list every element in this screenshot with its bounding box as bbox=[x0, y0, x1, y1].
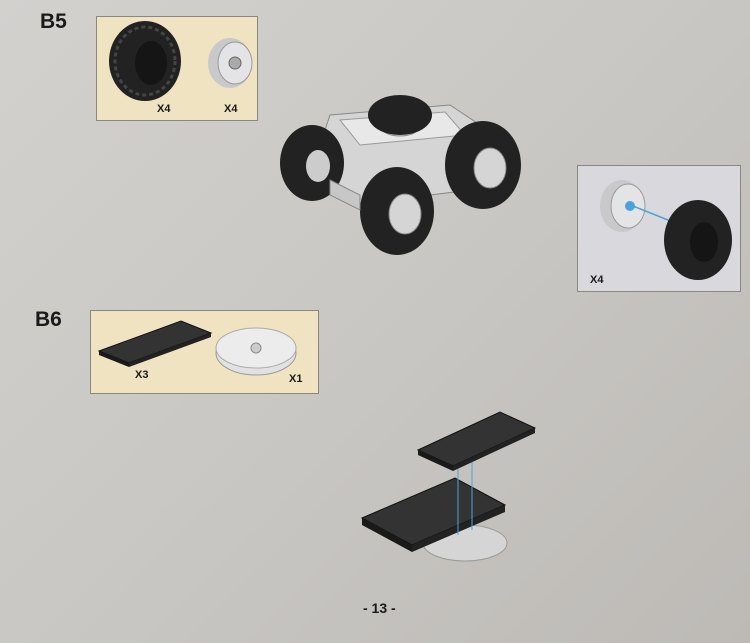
wheel-assembly-icon bbox=[600, 180, 732, 280]
tire-qty: X4 bbox=[157, 103, 171, 115]
b5-parts-box: X4 X4 bbox=[96, 16, 258, 121]
step-label-b5: B5 bbox=[40, 10, 67, 33]
rim-qty: X4 bbox=[224, 103, 238, 115]
page-number: - 13 - bbox=[363, 600, 396, 616]
b5-wheel-subassembly-box: X4 bbox=[577, 165, 741, 292]
wheel-subassembly-qty: X4 bbox=[590, 274, 604, 286]
plate-and-round-plate-icon bbox=[97, 320, 297, 376]
tire-and-rim-icon bbox=[109, 21, 253, 101]
b6-parts-box: X3 X1 bbox=[90, 310, 319, 394]
plate-qty: X3 bbox=[135, 369, 149, 381]
step-label-b6: B6 bbox=[35, 308, 62, 331]
round-plate-qty: X1 bbox=[289, 373, 303, 385]
